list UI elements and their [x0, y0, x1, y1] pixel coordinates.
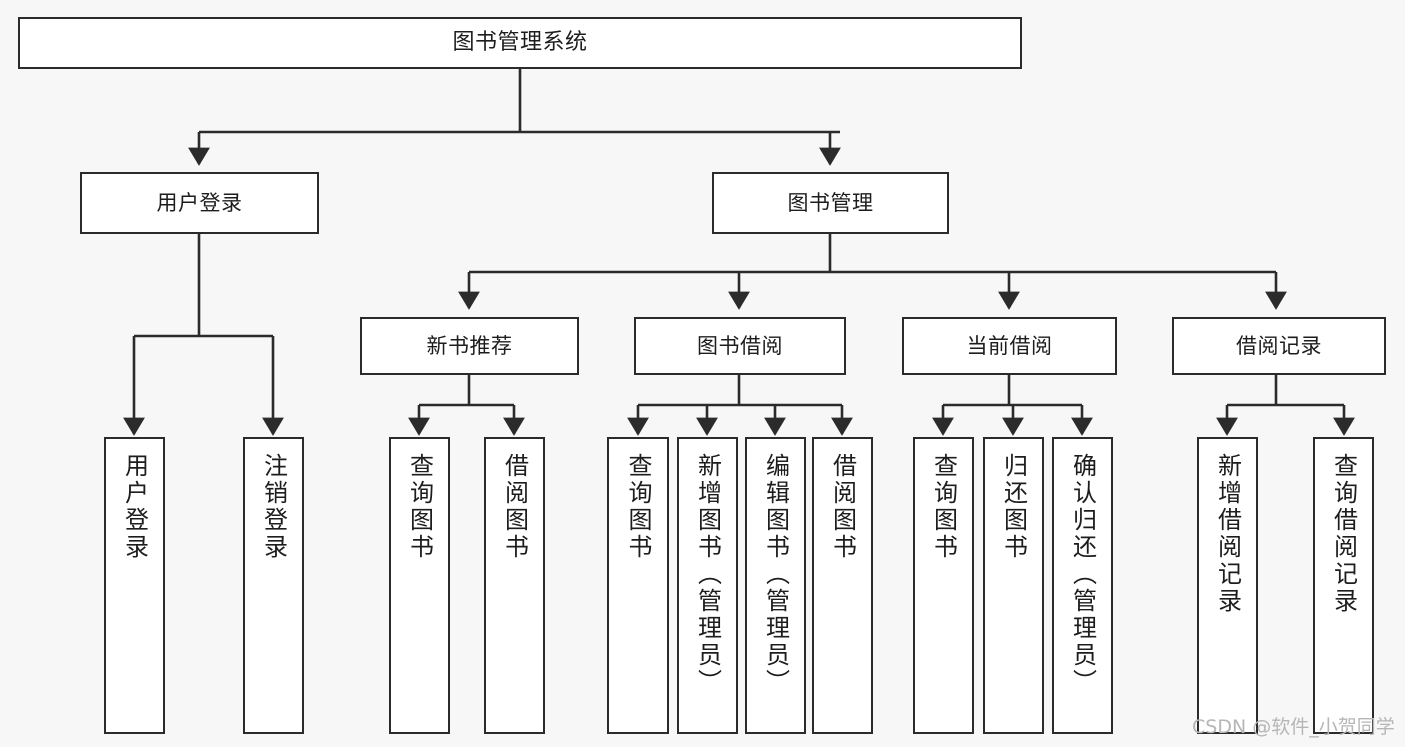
node-current-borrow-label: 当前借阅: [966, 333, 1053, 358]
leaf-confirm-return[interactable]: 确认归还（管理员）: [1052, 437, 1113, 734]
leaf-logout-login[interactable]: 注销登录: [243, 437, 304, 734]
node-book-borrow[interactable]: 图书借阅: [634, 317, 846, 375]
leaf-query-book-3-label: 查询图书: [929, 453, 958, 561]
leaf-add-record-label: 新增借阅记录: [1213, 453, 1242, 615]
leaf-borrow-book-2-label: 借阅图书: [828, 453, 857, 561]
leaf-user-login-label: 用户登录: [120, 453, 149, 561]
node-borrow-record-label: 借阅记录: [1236, 333, 1322, 358]
leaf-return-book-label: 归还图书: [999, 453, 1028, 561]
leaf-query-record-label: 查询借阅记录: [1329, 453, 1358, 615]
leaf-add-record[interactable]: 新增借阅记录: [1197, 437, 1258, 734]
node-book-management-label: 图书管理: [787, 190, 874, 215]
leaf-borrow-book-1[interactable]: 借阅图书: [484, 437, 545, 734]
leaf-return-book[interactable]: 归还图书: [983, 437, 1044, 734]
leaf-query-book-3[interactable]: 查询图书: [913, 437, 974, 734]
leaf-add-book-label: 新增图书（管理员）: [693, 453, 722, 696]
leaf-confirm-return-label: 确认归还（管理员）: [1068, 453, 1097, 696]
leaf-query-book-2-label: 查询图书: [624, 453, 652, 561]
node-book-borrow-label: 图书借阅: [697, 333, 783, 358]
leaf-logout-login-label: 注销登录: [259, 453, 288, 561]
leaf-edit-book[interactable]: 编辑图书（管理员）: [745, 437, 806, 734]
node-new-book-recommend[interactable]: 新书推荐: [360, 317, 579, 375]
leaf-borrow-book-2[interactable]: 借阅图书: [812, 437, 873, 734]
node-root-label: 图书管理系统: [452, 30, 588, 56]
node-book-management[interactable]: 图书管理: [712, 172, 949, 234]
leaf-edit-book-label: 编辑图书（管理员）: [761, 453, 790, 696]
node-user-login[interactable]: 用户登录: [80, 172, 319, 234]
leaf-query-book-2[interactable]: 查询图书: [607, 437, 669, 734]
leaf-add-book[interactable]: 新增图书（管理员）: [677, 437, 738, 734]
leaf-query-book-1[interactable]: 查询图书: [389, 437, 450, 734]
leaf-query-book-1-label: 查询图书: [405, 453, 434, 561]
node-user-login-label: 用户登录: [156, 190, 243, 215]
node-borrow-record[interactable]: 借阅记录: [1172, 317, 1386, 375]
node-root[interactable]: 图书管理系统: [18, 17, 1022, 69]
node-new-book-recommend-label: 新书推荐: [426, 333, 513, 358]
leaf-query-record[interactable]: 查询借阅记录: [1313, 437, 1374, 734]
leaf-borrow-book-1-label: 借阅图书: [500, 453, 529, 561]
leaf-user-login[interactable]: 用户登录: [104, 437, 165, 734]
node-current-borrow[interactable]: 当前借阅: [902, 317, 1117, 375]
